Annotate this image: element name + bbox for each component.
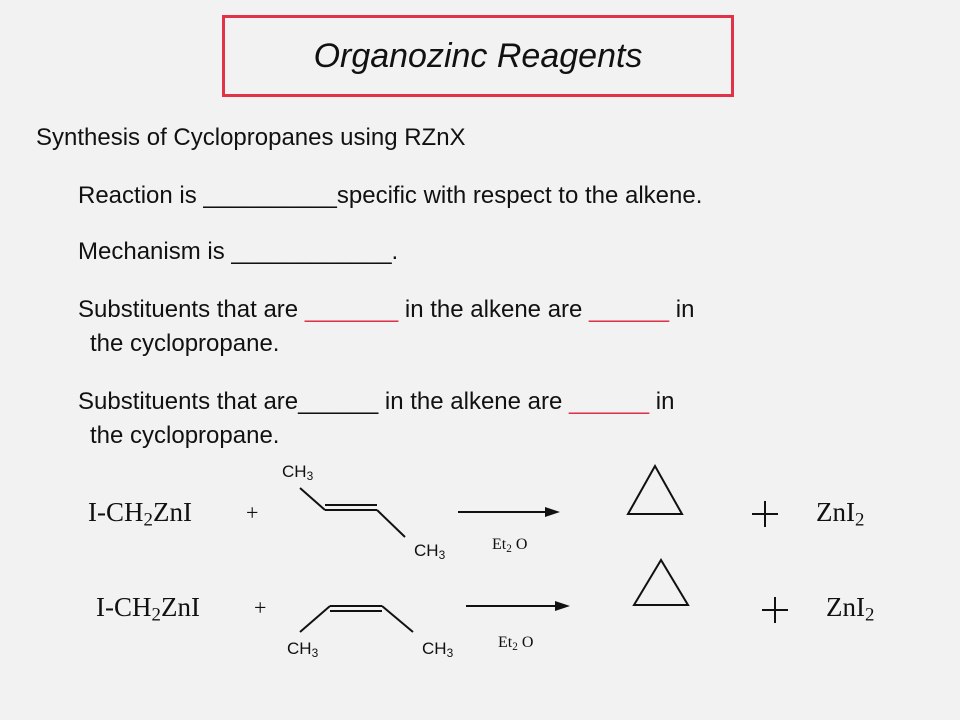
r1-solvent: Et2 O xyxy=(492,536,527,555)
r2-solvent-sub: 2 xyxy=(512,640,518,653)
line3-blank2: ______ xyxy=(589,296,670,323)
line3-pre: Substituents that are xyxy=(78,296,305,323)
r2-plus-small: + xyxy=(254,595,267,620)
r2-cyclopropane xyxy=(632,558,690,606)
r1-reagent-main: I-CH xyxy=(88,497,144,527)
r1-plus-small: + xyxy=(246,500,259,525)
r2-bond-left xyxy=(299,605,331,633)
line3-mid: in the alkene are xyxy=(398,296,590,323)
r2-arrow-head xyxy=(555,601,570,611)
r1-product: ZnI2 xyxy=(816,497,864,532)
r1-bond-top xyxy=(299,487,326,511)
r1-ch3-bottom-sub: 3 xyxy=(438,547,446,562)
line3-continuation: the cyclopropane. xyxy=(90,330,280,357)
r2-solvent-main: Et xyxy=(498,634,513,651)
line1-pre: Reaction is xyxy=(78,182,204,209)
line-substituents-2: Substituents that are______ in the alken… xyxy=(78,388,674,416)
r1-cyclopropane xyxy=(626,463,684,515)
r2-product-main: ZnI xyxy=(826,592,865,622)
r2-ch3-left-main: CH xyxy=(287,639,312,658)
r1-reagent: I-CH2ZnI xyxy=(88,497,192,532)
r1-solvent-main: Et xyxy=(492,536,507,553)
r1-solvent-tail: O xyxy=(511,536,528,553)
r2-reagent-tail: ZnI xyxy=(160,592,200,622)
r1-product-main: ZnI xyxy=(816,497,855,527)
slide-title: Organozinc Reagents xyxy=(313,36,643,75)
r1-ch3-bottom: CH3 xyxy=(414,541,445,562)
line-mechanism: Mechanism is ____________. xyxy=(78,238,398,266)
r2-reagent-sub: 2 xyxy=(151,604,161,626)
r2-ch3-right-main: CH xyxy=(422,639,447,658)
r2-solvent-tail: O xyxy=(517,634,534,651)
line3-blank1: _______ xyxy=(304,296,399,323)
title-box: Organozinc Reagents xyxy=(222,15,734,97)
r2-ch3-left-sub: 3 xyxy=(311,645,319,660)
r1-reagent-tail: ZnI xyxy=(152,497,192,527)
line2-pre: Mechanism is xyxy=(78,238,232,265)
r1-solvent-sub: 2 xyxy=(506,542,512,555)
r1-product-sub: 2 xyxy=(854,509,865,531)
r1-ch3-bottom-main: CH xyxy=(414,541,439,560)
r1-ch3-top-sub: 3 xyxy=(306,468,314,483)
r1-ch3-top: CH3 xyxy=(282,462,313,483)
line-reaction-specific: Reaction is __________specific with resp… xyxy=(78,182,702,210)
line1-post: specific with respect to the alkene. xyxy=(336,182,703,209)
line1-blank: __________ xyxy=(203,182,337,209)
r1-bond-bottom xyxy=(376,509,406,538)
line-substituents-1: Substituents that are _______ in the alk… xyxy=(78,296,695,324)
r1-ch3-top-main: CH xyxy=(282,462,307,481)
line4-continuation: the cyclopropane. xyxy=(90,422,280,449)
line4-post: in xyxy=(649,388,675,415)
r1-reagent-sub: 2 xyxy=(143,509,153,531)
r2-reagent-main: I-CH xyxy=(96,592,152,622)
line3-post: in xyxy=(669,296,695,323)
section-heading: Synthesis of Cyclopropanes using RZnX xyxy=(36,124,466,151)
r2-solvent: Et2 O xyxy=(498,634,533,653)
r2-bond-right xyxy=(381,605,414,633)
line2-post: . xyxy=(391,238,399,265)
line4-blank2: ______ xyxy=(569,388,650,415)
line4-blank1: ______ xyxy=(298,388,379,415)
line4-mid: in the alkene are xyxy=(378,388,570,415)
r1-arrow-head xyxy=(545,507,560,517)
r2-product-sub: 2 xyxy=(864,604,875,626)
r2-ch3-left: CH3 xyxy=(287,639,318,660)
line2-blank: ____________ xyxy=(231,238,392,265)
r2-reagent: I-CH2ZnI xyxy=(96,592,200,627)
r2-product: ZnI2 xyxy=(826,592,874,627)
line4-pre: Substituents that are xyxy=(78,388,299,415)
r2-ch3-right: CH3 xyxy=(422,639,453,660)
r2-ch3-right-sub: 3 xyxy=(446,645,454,660)
